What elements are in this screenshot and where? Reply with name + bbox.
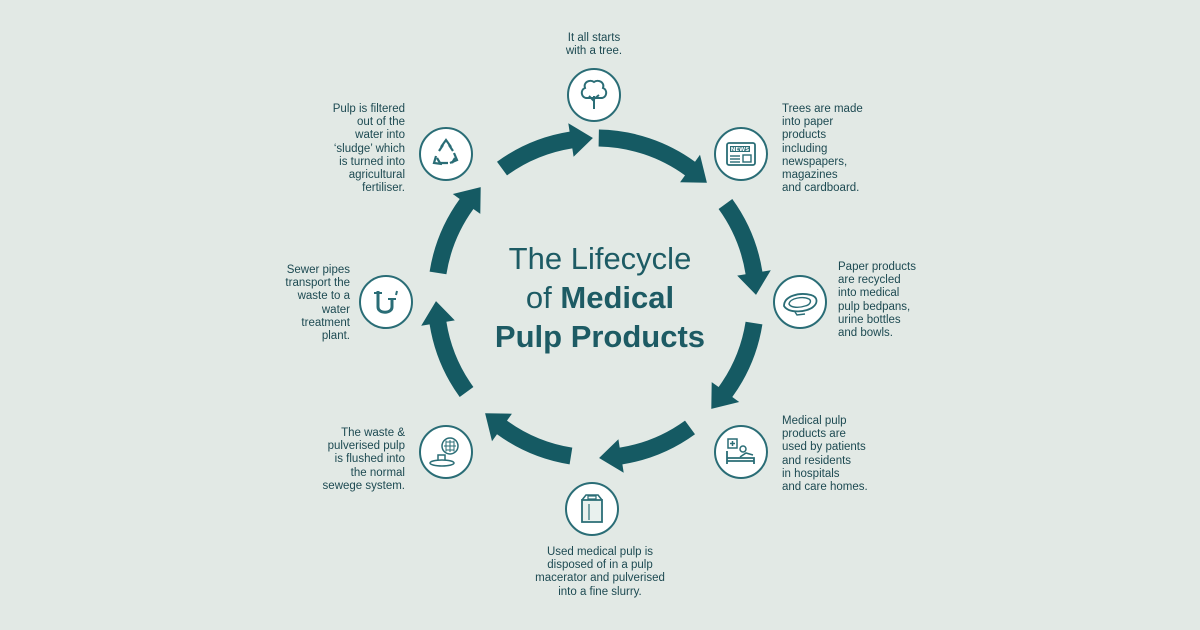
- cycle-arrow-1: [598, 129, 707, 183]
- cycle-arrow-4: [599, 420, 695, 473]
- title-line-1: The Lifecycle: [508, 241, 692, 276]
- svg-text:NEWS: NEWS: [731, 147, 749, 153]
- cycle-arrow-3: [711, 321, 763, 409]
- cycle-arrow-5: [485, 413, 573, 465]
- diagram-title: The Lifecycle of Medical Pulp Products: [460, 240, 740, 356]
- pipe-icon: [359, 275, 413, 329]
- title-line-3: Pulp Products: [494, 318, 706, 354]
- newspaper-icon: NEWS: [714, 127, 768, 181]
- cycle-arrow-2: [718, 199, 771, 295]
- recycle-icon: [419, 127, 473, 181]
- title-line-2-bold: Medical: [560, 279, 675, 315]
- cycle-arrow-7: [429, 187, 481, 275]
- title-line-2-prefix: of: [525, 279, 561, 315]
- title-line-2: of Medical: [460, 279, 740, 318]
- hospital-bed-icon: [714, 425, 768, 479]
- toilet-drain-icon: [419, 425, 473, 479]
- macerator-icon: [565, 482, 619, 536]
- cycle-arrow-6: [421, 301, 474, 397]
- tree-icon: [567, 68, 621, 122]
- cycle-arrow-8: [497, 123, 593, 176]
- bedpan-icon: [773, 275, 827, 329]
